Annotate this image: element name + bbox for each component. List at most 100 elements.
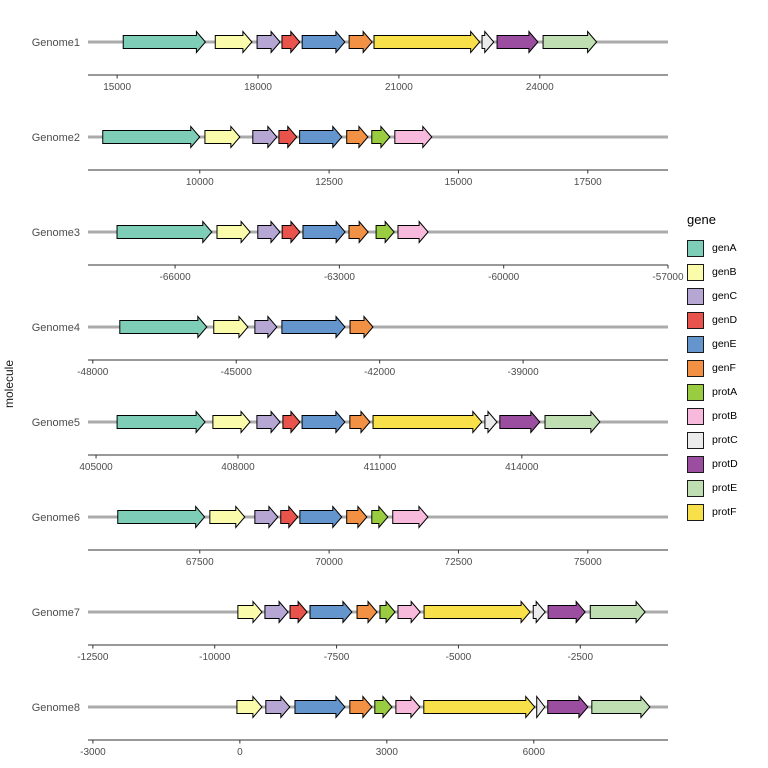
gene-arrow-genF — [349, 695, 373, 719]
legend-title: gene — [687, 212, 716, 227]
gene-arrow-protD — [499, 410, 541, 434]
gene-arrow-genA — [102, 125, 201, 149]
gene-arrow-genA — [119, 315, 208, 339]
gene-arrow-genB — [236, 695, 263, 719]
gene-arrow-protD — [496, 30, 539, 54]
gene-arrow-genC — [264, 600, 289, 624]
x-axis-tick-label: 414000 — [505, 462, 539, 473]
gene-arrow-genE — [301, 30, 346, 54]
legend-item-protF: protF — [687, 500, 767, 524]
gene-arrow-genD — [289, 600, 308, 624]
gene-arrow-protB — [397, 600, 421, 624]
gene-arrow-genF — [346, 125, 369, 149]
x-axis-tick-label: -63000 — [324, 272, 356, 283]
legend-item-genE: genE — [687, 332, 767, 356]
x-axis-tick-label: -42000 — [364, 367, 396, 378]
legend-label: protE — [712, 482, 738, 494]
genome-label: Genome4 — [32, 322, 80, 334]
legend-label: genF — [712, 362, 736, 374]
gene-arrow-genF — [348, 220, 369, 244]
gene-arrow-genB — [212, 410, 251, 434]
legend-item-protA: protA — [687, 380, 767, 404]
gene-arrow-protA — [375, 220, 395, 244]
gene-arrow-protB — [394, 125, 433, 149]
x-axis-tick-label: 405000 — [79, 462, 113, 473]
x-axis-tick-label: -5000 — [446, 652, 472, 663]
gene-arrow-protC — [532, 600, 546, 624]
x-axis-tick-label: -10000 — [199, 652, 231, 663]
gene-arrow-protF — [373, 30, 481, 54]
gene-arrow-genB — [204, 125, 241, 149]
gene-arrow-protB — [397, 220, 429, 244]
gene-arrow-genC — [257, 220, 281, 244]
gene-arrow-genD — [282, 410, 301, 434]
gene-arrow-protC — [536, 695, 546, 719]
x-axis-tick-label: 70000 — [315, 557, 343, 568]
gene-arrow-genF — [356, 600, 378, 624]
x-axis-tick-label: -45000 — [221, 367, 253, 378]
genome-label: Genome2 — [32, 132, 80, 144]
legend-swatch-genC — [687, 287, 704, 305]
legend-swatch-genD — [687, 311, 704, 329]
legend-label: genC — [712, 290, 738, 302]
legend-item-protE: protE — [687, 476, 767, 500]
gene-arrow-genF — [349, 315, 374, 339]
gene-arrow-genA — [122, 30, 207, 54]
legend-item-genB: genB — [687, 260, 767, 284]
gene-arrow-genD — [280, 505, 299, 529]
gene-arrow-protD — [547, 695, 589, 719]
legend-label: protA — [712, 386, 738, 398]
legend-item-genD: genD — [687, 308, 767, 332]
legend-swatch-genE — [687, 335, 704, 353]
gene-arrow-genB — [209, 505, 246, 529]
x-axis-tick-label: -66000 — [160, 272, 192, 283]
x-axis-tick-label: 408000 — [221, 462, 255, 473]
x-axis-tick-label: 24000 — [526, 82, 554, 93]
gene-arrow-genC — [254, 315, 278, 339]
gene-arrow-protA — [379, 600, 396, 624]
x-axis-tick-label: 411000 — [364, 462, 397, 473]
gene-arrow-genC — [256, 410, 281, 434]
gene-arrow-genE — [299, 505, 343, 529]
legend-swatch-protA — [687, 383, 704, 401]
gene-arrow-protC — [484, 410, 498, 434]
legend-item-protB: protB — [687, 404, 767, 428]
legend-item-genF: genF — [687, 356, 767, 380]
x-axis-tick-label: -48000 — [77, 367, 109, 378]
x-axis-tick-label: 72500 — [445, 557, 473, 568]
legend-swatch-protC — [687, 431, 704, 449]
legend-label: genD — [712, 314, 738, 326]
x-axis-tick-label: 10000 — [186, 177, 214, 188]
legend-swatch-protF — [687, 503, 704, 521]
x-axis-tick-label: 21000 — [385, 82, 413, 93]
gene-arrow-genB — [216, 220, 251, 244]
legend-swatch-genF — [687, 359, 704, 377]
genome-label: Genome1 — [32, 37, 80, 49]
gene-arrow-protC — [481, 30, 495, 54]
x-axis-tick-label: 15000 — [445, 177, 473, 188]
gene-arrow-genF — [346, 505, 368, 529]
gene-arrow-protB — [395, 695, 421, 719]
legend: gene genA genB genC genD genE genF protA protB p… — [687, 212, 767, 524]
legend-swatch-genA — [687, 239, 704, 257]
gene-arrow-genB — [213, 315, 249, 339]
gene-arrow-protA — [371, 125, 391, 149]
gene-arrow-protE — [589, 600, 646, 624]
gene-arrow-genB — [237, 600, 263, 624]
gene-arrow-genF — [349, 410, 371, 434]
gene-arrow-genE — [302, 220, 346, 244]
gene-arrow-protA — [374, 695, 393, 719]
gene-arrow-genD — [281, 30, 301, 54]
legend-label: genA — [712, 242, 737, 254]
gene-arrow-protF — [423, 695, 536, 719]
x-axis-tick-label: 15000 — [103, 82, 131, 93]
x-axis-tick-label: 67500 — [186, 557, 214, 568]
gene-arrow-protF — [372, 410, 483, 434]
